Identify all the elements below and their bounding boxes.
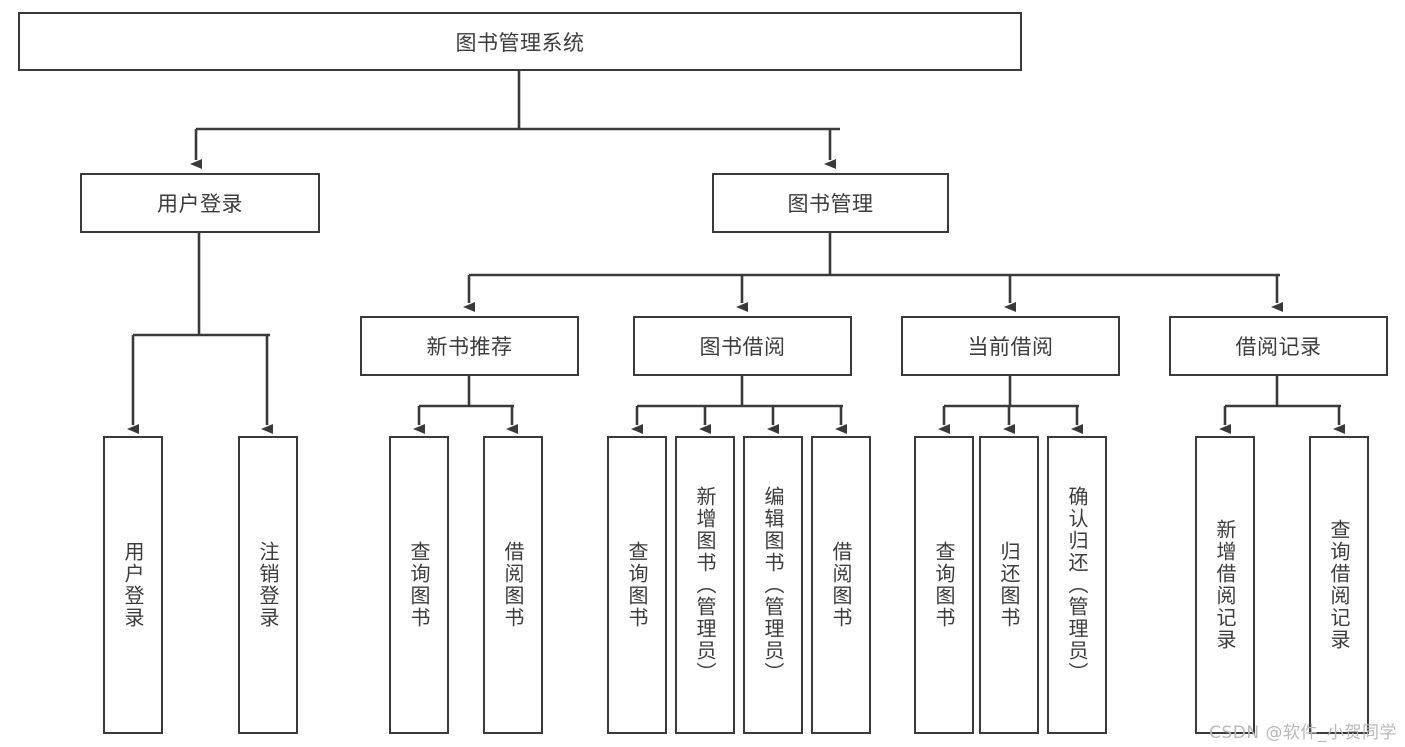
watermark: CSDN @软件_小贺同学 [1209,723,1397,743]
node-book-management[interactable]: 图书管理 [712,173,949,233]
node-current-borrow[interactable]: 当前借阅 [901,316,1120,376]
node-leaf-return-book[interactable]: 归还图书 [979,436,1039,734]
node-book-borrow[interactable]: 图书借阅 [633,316,852,376]
node-borrow-record[interactable]: 借阅记录 [1169,316,1388,376]
node-leaf-add-record-label: 新增借阅记录 [1213,519,1237,651]
node-leaf-query-book-3-label: 查询图书 [932,541,956,629]
node-leaf-confirm-return[interactable]: 确认归还（管理员） [1047,436,1107,734]
node-current-borrow-label: 当前借阅 [967,335,1054,359]
node-leaf-return-book-label: 归还图书 [997,541,1021,629]
node-leaf-borrow-book-1-label: 借阅图书 [501,541,525,629]
node-leaf-query-book-1[interactable]: 查询图书 [389,436,449,734]
node-leaf-query-book-2[interactable]: 查询图书 [607,436,667,734]
node-leaf-add-book[interactable]: 新增图书（管理员） [675,436,735,734]
node-root-label: 图书管理系统 [455,30,585,55]
node-leaf-query-book-2-label: 查询图书 [625,541,649,629]
node-leaf-logout[interactable]: 注销登录 [238,436,298,734]
node-book-borrow-label: 图书借阅 [699,335,786,359]
node-borrow-record-label: 借阅记录 [1235,335,1322,359]
node-leaf-user-login-label: 用户登录 [121,541,145,629]
node-leaf-query-record-label: 查询借阅记录 [1327,519,1351,651]
node-user-login[interactable]: 用户登录 [80,173,320,233]
node-book-management-label: 图书管理 [787,192,874,216]
node-leaf-query-book-1-label: 查询图书 [407,541,431,629]
node-leaf-borrow-book-2-label: 借阅图书 [829,541,853,629]
node-leaf-confirm-return-label: 确认归还（管理员） [1065,486,1089,684]
node-leaf-edit-book-label: 编辑图书（管理员） [761,486,785,684]
node-leaf-edit-book[interactable]: 编辑图书（管理员） [743,436,803,734]
node-leaf-query-record[interactable]: 查询借阅记录 [1309,436,1369,734]
node-user-login-label: 用户登录 [157,192,243,216]
node-leaf-add-book-label: 新增图书（管理员） [693,486,717,684]
node-leaf-borrow-book-1[interactable]: 借阅图书 [483,436,543,734]
node-leaf-query-book-3[interactable]: 查询图书 [914,436,974,734]
node-new-book-recommend[interactable]: 新书推荐 [360,316,579,376]
node-leaf-user-login[interactable]: 用户登录 [103,436,163,734]
node-leaf-add-record[interactable]: 新增借阅记录 [1195,436,1255,734]
node-new-book-recommend-label: 新书推荐 [426,335,513,359]
node-leaf-logout-label: 注销登录 [256,541,280,629]
node-leaf-borrow-book-2[interactable]: 借阅图书 [811,436,871,734]
node-root[interactable]: 图书管理系统 [18,12,1022,71]
